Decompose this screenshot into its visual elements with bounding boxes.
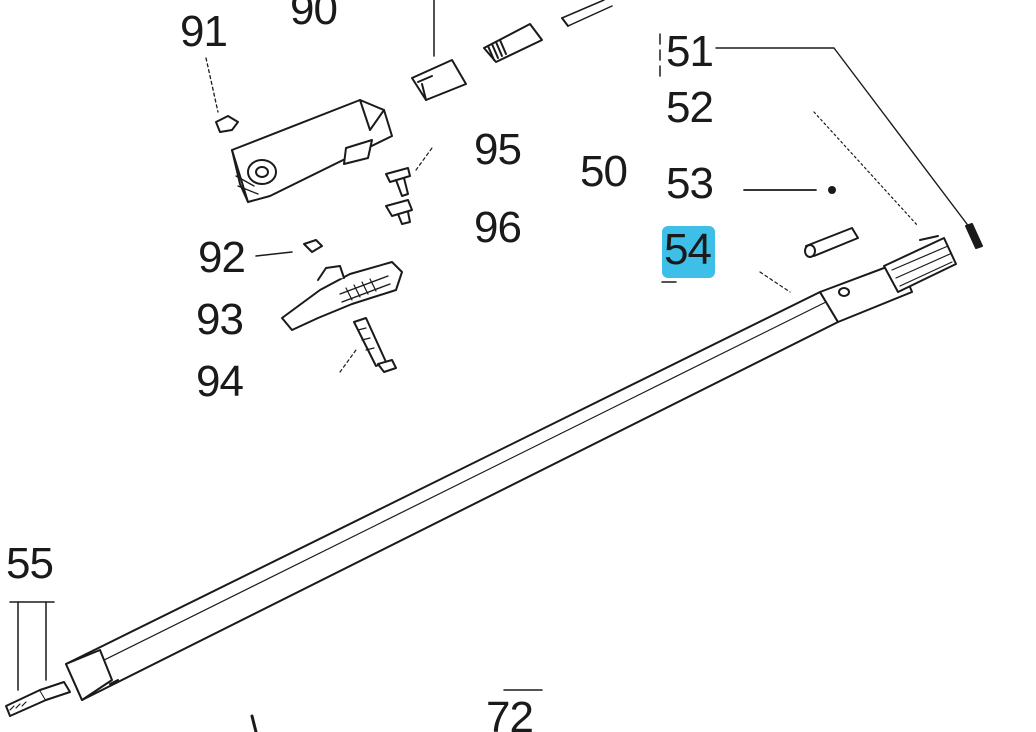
part-55-coupling — [5, 601, 71, 717]
callout-55: 55 — [6, 539, 54, 588]
part-90-housing — [231, 99, 393, 203]
part-93-clamp — [281, 261, 403, 331]
part-shaft-tube — [65, 235, 957, 701]
part-89-sleeve — [411, 0, 467, 101]
part-51-clip — [659, 33, 983, 249]
part-spring-sleeve — [483, 23, 543, 63]
part-50-pin — [804, 227, 859, 258]
part-53-pin — [743, 186, 836, 194]
part-96-screw — [385, 199, 413, 225]
callout-72: 72 — [486, 693, 534, 732]
callout-53: 53 — [666, 159, 714, 208]
part-91-nut — [205, 57, 239, 133]
part-94-bolt — [339, 317, 397, 373]
callout-54-highlighted: 54 — [662, 226, 715, 278]
callout-50: 50 — [580, 147, 628, 196]
callout-94: 94 — [196, 357, 244, 406]
callout-90: 90 — [290, 0, 338, 34]
part-top-rod — [561, 0, 613, 27]
part-72-leader — [250, 689, 543, 732]
callout-51: 51 — [666, 27, 714, 76]
part-54-leader — [661, 271, 791, 293]
callout-95: 95 — [474, 125, 522, 174]
part-52-leader — [813, 111, 919, 227]
part-92-nut — [255, 239, 323, 257]
callout-96: 96 — [474, 203, 522, 252]
part-95-screw — [385, 147, 433, 197]
callout-92: 92 — [198, 233, 246, 282]
callout-93: 93 — [196, 295, 244, 344]
callout-52: 52 — [666, 83, 714, 132]
callout-91: 91 — [180, 7, 228, 56]
